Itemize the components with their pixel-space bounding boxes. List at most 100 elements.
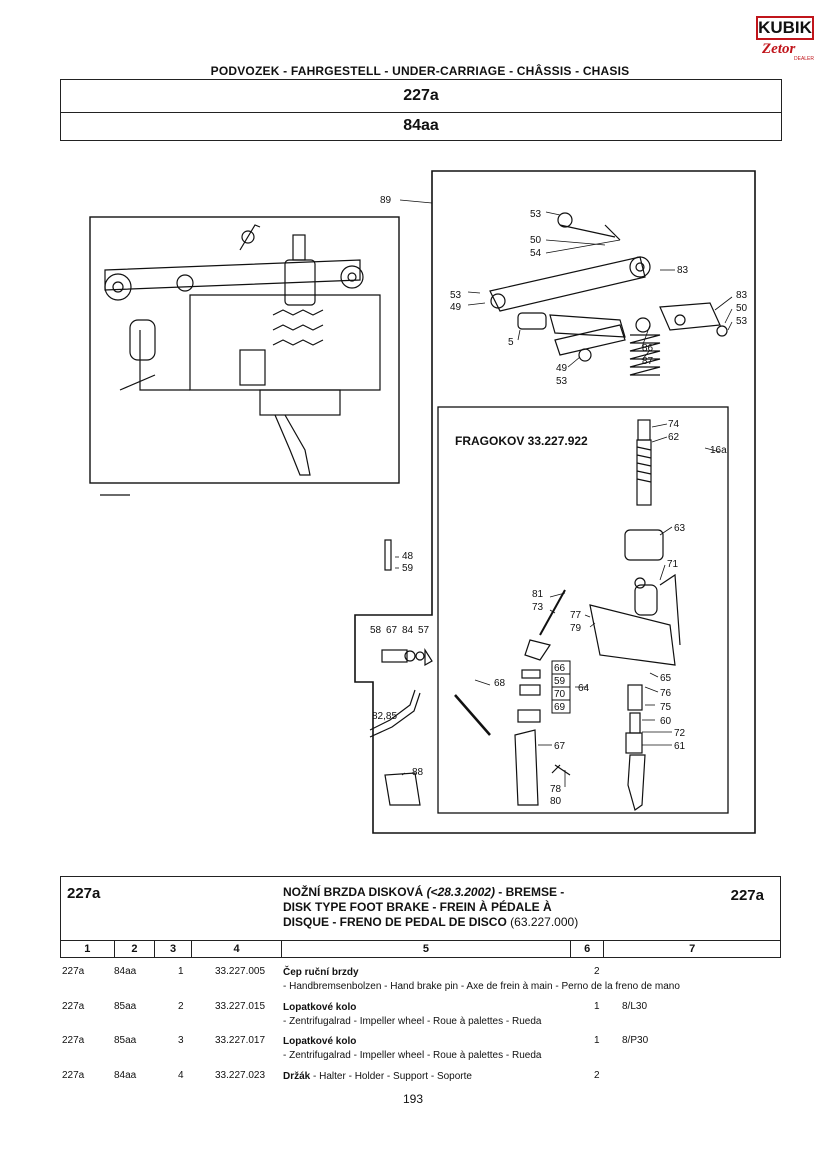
logo-tag: DEALER — [794, 56, 815, 62]
assembly-title-cz: NOŽNÍ BRZDA DISKOVÁ — [283, 885, 427, 899]
cell-description: Lopatkové kolo - Zentrifugalrad - Impell… — [283, 1001, 563, 1029]
callout-labels: 89 53 50 54 83 53 49 5 49 53 83 50 53 86… — [370, 195, 748, 807]
callout: 50 — [736, 303, 748, 314]
part-translations: - Halter - Holder - Support - Soporte — [310, 1071, 472, 1082]
callout: 71 — [667, 559, 679, 570]
cell-figure: 227a — [62, 1001, 85, 1012]
callout: 81 — [532, 589, 544, 600]
diagram-frames — [89, 170, 756, 834]
callout: 80 — [550, 796, 562, 807]
central-assembly — [454, 419, 681, 811]
part-name: Lopatkové kolo — [283, 1036, 357, 1047]
column-header: 4 — [192, 941, 283, 957]
callout: 69 — [554, 702, 566, 713]
parts-table-header: 227a 227a NOŽNÍ BRZDA DISKOVÁ (<28.3.200… — [60, 876, 781, 941]
column-header: 2 — [115, 941, 156, 957]
cell-position: 3 — [178, 1035, 184, 1046]
callout: 53 — [450, 290, 462, 301]
figure-number: 227a — [60, 79, 782, 113]
page-number: 193 — [402, 1092, 424, 1106]
callout: 68 — [494, 678, 506, 689]
callout: 78 — [550, 784, 562, 795]
cell-figure: 227a — [62, 1035, 85, 1046]
assembly-code: (63.227.000) — [506, 915, 579, 929]
callout: 88 — [412, 767, 424, 778]
column-header: 1 — [61, 941, 115, 957]
brake-exploded-diagram: 89 53 50 54 83 53 49 5 49 53 83 50 53 86… — [89, 170, 756, 834]
cell-figure: 227a — [62, 1070, 85, 1081]
cell-group: 85aa — [114, 1035, 137, 1046]
logo-sub: Zetor — [762, 41, 796, 57]
cell-group: 84aa — [114, 966, 137, 977]
callout: 49 — [556, 363, 568, 374]
callout: 79 — [570, 623, 582, 634]
cell-quantity: 1 — [594, 1035, 600, 1046]
cell-part-number: 33.227.005 — [215, 966, 266, 977]
cell-figure: 227a — [62, 966, 85, 977]
cell-note: 8/P30 — [622, 1035, 649, 1046]
part-name: Lopatkové kolo — [283, 1002, 357, 1013]
column-header: 6 — [571, 941, 605, 957]
callout: 59 — [402, 563, 414, 574]
column-header: 5 — [282, 941, 571, 957]
cell-position: 2 — [178, 1001, 184, 1012]
logo-brand: KUBIK — [758, 18, 812, 38]
column-header: 3 — [155, 941, 192, 957]
callout: 86 — [642, 343, 654, 354]
fragokov-label: FRAGOKOV 33.227.922 — [455, 434, 588, 448]
cell-group: 85aa — [114, 1001, 137, 1012]
callout: 75 — [660, 702, 672, 713]
inset-pedal-mechanism — [100, 224, 381, 496]
figure-ref-left: 227a — [67, 885, 101, 902]
part-translations: - Zentrifugalrad - Impeller wheel - Roue… — [283, 1016, 542, 1027]
callout: 57 — [418, 625, 430, 636]
leader-lines — [395, 199, 733, 787]
callout: 84 — [402, 625, 414, 636]
callout: 82,85 — [372, 711, 397, 722]
part-translations: - Zentrifugalrad - Impeller wheel - Roue… — [283, 1050, 542, 1061]
callout: 53 — [736, 316, 748, 327]
cell-description: Držák - Halter - Holder - Support - Sopo… — [283, 1070, 563, 1084]
callout: 70 — [554, 689, 566, 700]
assembly-description: NOŽNÍ BRZDA DISKOVÁ (<28.3.2002) - BREMS… — [283, 885, 583, 930]
callout: 48 — [402, 551, 414, 562]
callout: 16a — [710, 445, 727, 456]
cell-description: Lopatkové kolo - Zentrifugalrad - Impell… — [283, 1035, 563, 1063]
cell-quantity: 2 — [594, 1070, 600, 1081]
cell-part-number: 33.227.015 — [215, 1001, 266, 1012]
callout: 62 — [668, 432, 680, 443]
callout: 53 — [530, 209, 542, 220]
cell-group: 84aa — [114, 1070, 137, 1081]
part-name: Držák — [283, 1071, 311, 1082]
small-parts — [369, 539, 433, 806]
callout: 87 — [642, 356, 654, 367]
page-title: PODVOZEK - FAHRGESTELL - UNDER-CARRIAGE … — [210, 64, 630, 78]
callout: 76 — [660, 688, 672, 699]
callout: 54 — [530, 248, 542, 259]
callout: 63 — [674, 523, 686, 534]
callout: 73 — [532, 602, 544, 613]
callout: 61 — [674, 741, 686, 752]
part-translations: - Handbremsenbolzen - Hand brake pin - A… — [283, 981, 680, 992]
callout: 50 — [530, 235, 542, 246]
cell-note: 8/L30 — [622, 1001, 648, 1012]
callout: 60 — [660, 716, 672, 727]
cell-part-number: 33.227.017 — [215, 1035, 266, 1046]
part-name: Čep ruční brzdy — [283, 967, 359, 978]
callout: 83 — [736, 290, 748, 301]
callout: 77 — [570, 610, 582, 621]
kubik-zetor-logo: KUBIK Zetor DEALER — [756, 16, 814, 62]
cell-quantity: 2 — [594, 966, 600, 977]
assembly-date-range: (<28.3.2002) — [426, 885, 495, 899]
callout: 72 — [674, 728, 686, 739]
callout: 5 — [508, 337, 514, 348]
callout: 65 — [660, 673, 672, 684]
column-header: 7 — [689, 943, 696, 955]
group-number: 84aa — [60, 111, 782, 141]
callout: 58 — [370, 625, 382, 636]
callout: 67 — [386, 625, 398, 636]
figure-ref-right: 227a — [730, 887, 764, 904]
callout: 67 — [554, 741, 566, 752]
cell-position: 4 — [178, 1070, 184, 1081]
cell-quantity: 1 — [594, 1001, 600, 1012]
